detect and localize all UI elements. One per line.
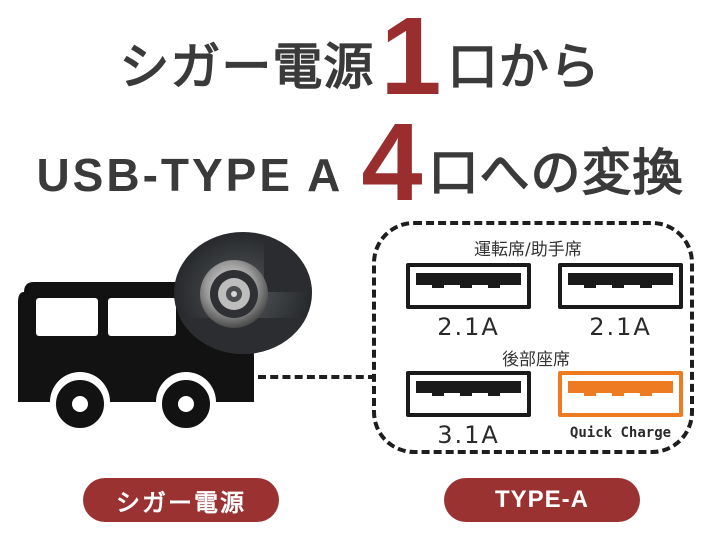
headline-number-4: 4 [361,100,423,224]
headline-usb-type: USB-TYPE A [36,149,344,201]
headline-line-2: USB-TYPE A 4 口への変換 [0,100,720,224]
rear-left-current: 3.1A [437,421,500,449]
type-a-badge: TYPE-A [444,478,640,522]
front-left-current: 2.1A [437,313,500,341]
headline-number-1: 1 [380,0,442,118]
headline-suffix: 口から [447,38,601,96]
front-right-current: 2.1A [589,313,652,341]
cigarette-socket-photo [174,232,312,354]
rear-seat-label: 後部座席 [502,350,570,370]
quick-charge-label: Quick Charge [569,425,672,441]
usb-port-icon [558,263,683,309]
front-seat-label: 運転席/助手席 [474,240,582,260]
headline-conversion: 口への変換 [428,144,684,202]
headline-line-1: シガー電源 1 口から [0,0,720,118]
usb-port-icon [406,371,531,417]
connector-dashed-line [258,375,376,379]
cigar-power-badge: シガー電源 [83,478,279,522]
usb-port-panel: 運転席/助手席 2.1A 2.1A 後部座席 3.1A Quick Charge [372,221,694,454]
usb-port-icon [406,263,531,309]
quick-charge-usb-port-icon [558,371,683,417]
headline-prefix: シガー電源 [119,38,375,96]
